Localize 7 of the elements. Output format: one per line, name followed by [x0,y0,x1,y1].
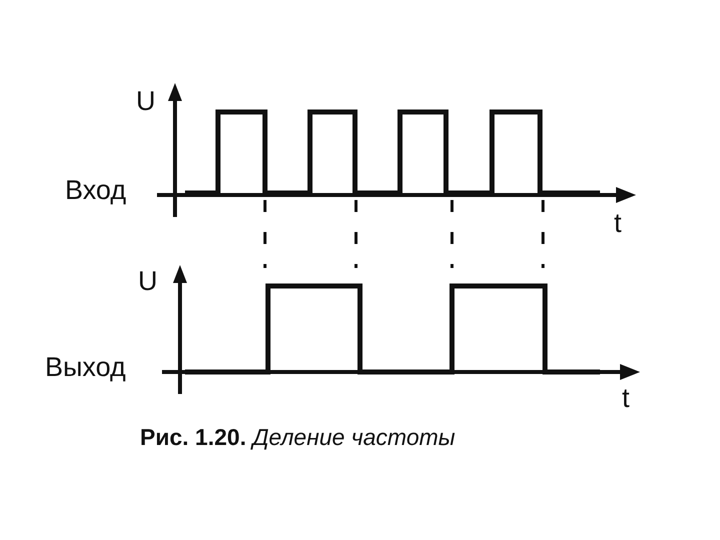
axis-label: t [614,210,622,237]
signal-label: Выход [45,354,126,381]
axis-label: U [136,88,156,115]
axis-label: t [622,385,630,412]
axis-label: U [138,268,158,295]
signal-label: Вход [65,177,126,204]
figure-caption: Рис. 1.20. Деление частоты [140,424,456,451]
